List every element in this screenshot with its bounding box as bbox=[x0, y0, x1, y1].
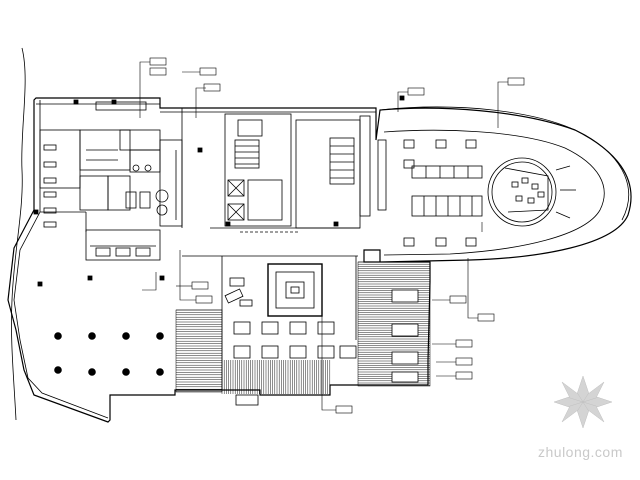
reception-block bbox=[85, 139, 183, 261]
wing-booth-seating bbox=[411, 165, 483, 217]
wing-window-seats bbox=[555, 165, 576, 219]
deck-hatch-left bbox=[176, 309, 222, 392]
callout-tags bbox=[149, 57, 525, 414]
watermark-text: zhulong.com bbox=[538, 444, 623, 460]
wall-columns bbox=[33, 95, 405, 287]
building-outline bbox=[7, 97, 632, 423]
structural-columns bbox=[54, 332, 164, 376]
stair-core bbox=[224, 113, 292, 227]
dining-wing-inner bbox=[383, 129, 605, 256]
second-stair-core bbox=[295, 115, 387, 229]
round-bar-inner bbox=[491, 161, 553, 223]
restroom-fixtures bbox=[43, 101, 169, 228]
wing-dining-tables bbox=[403, 139, 477, 247]
deck-hatch-bottom bbox=[221, 360, 331, 394]
bar-counter bbox=[504, 167, 549, 213]
lobby-feature bbox=[267, 263, 323, 317]
partition-walls bbox=[40, 108, 360, 390]
lotus-star-logo-icon bbox=[553, 375, 613, 429]
outline-inner-left bbox=[13, 100, 109, 419]
dining-wing-outer bbox=[379, 106, 630, 221]
service-rooms-left bbox=[39, 129, 161, 211]
entry-step bbox=[235, 394, 259, 406]
site-boundary-left bbox=[11, 47, 26, 421]
deck-loungers bbox=[391, 289, 419, 383]
leader-lines bbox=[139, 61, 508, 411]
bar-stools bbox=[511, 177, 545, 204]
lounge-seating bbox=[224, 277, 357, 359]
round-bar bbox=[487, 157, 557, 227]
